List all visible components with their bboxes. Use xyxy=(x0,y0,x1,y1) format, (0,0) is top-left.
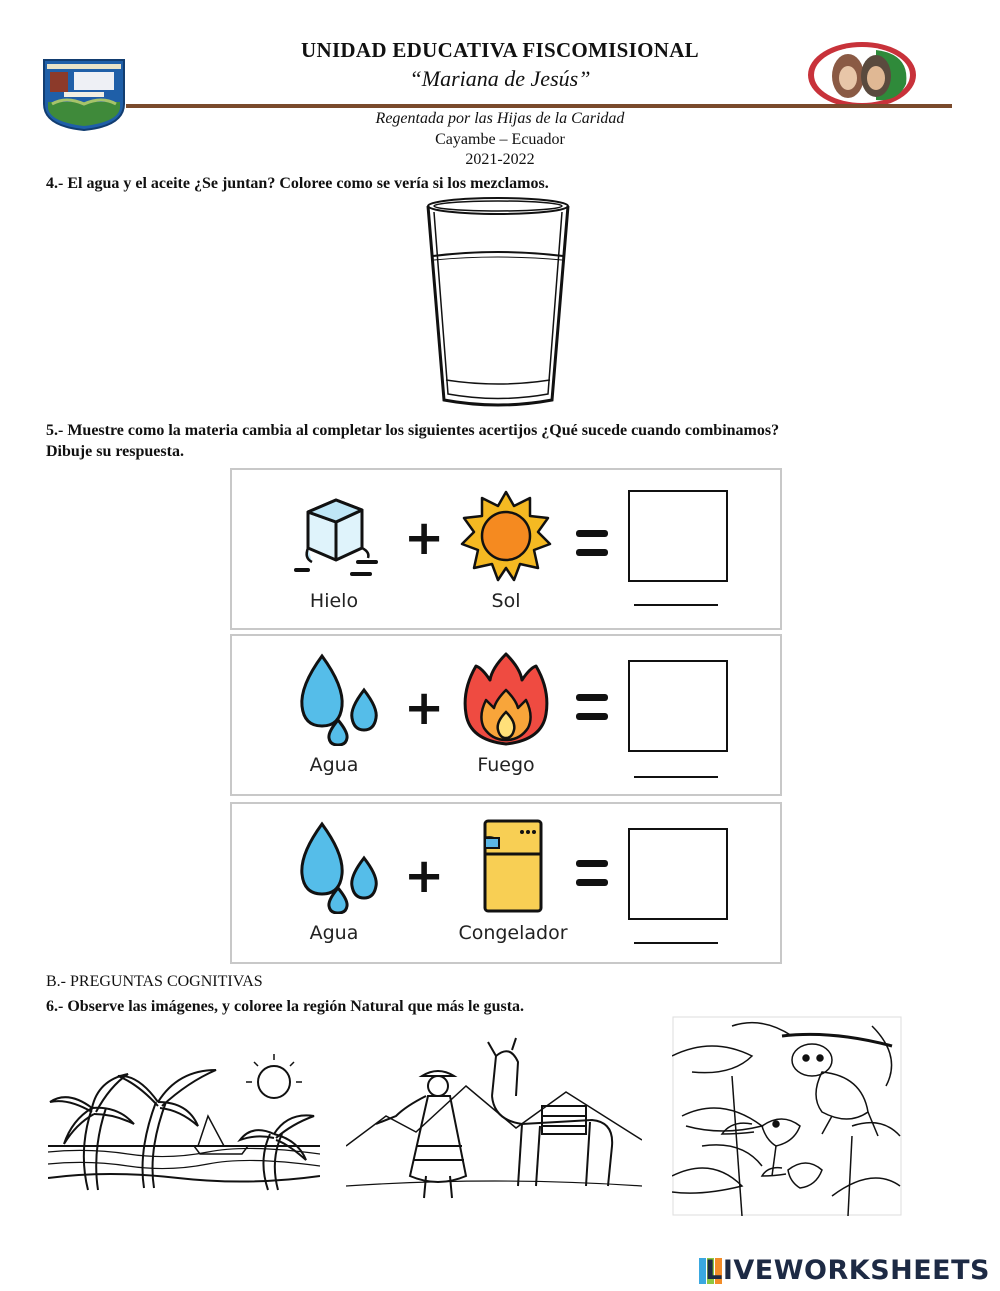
liveworksheets-brand[interactable]: LIVEWORKSHEETS xyxy=(705,1255,990,1286)
puzzle-panel-1: + Hielo Sol xyxy=(230,468,782,630)
beach-palms-illustration[interactable] xyxy=(48,1050,320,1200)
answer-line-3[interactable] xyxy=(634,942,718,944)
puzzle-3-item-b-label: Congelador xyxy=(458,922,568,944)
sun-icon xyxy=(460,490,552,582)
puzzle-panel-3: + Agua Congelador xyxy=(230,802,782,964)
question-5-line-1: 5.- Muestre como la materia cambia al co… xyxy=(46,422,780,439)
puzzle-1-item-a-label: Hielo xyxy=(309,590,359,612)
answer-line-1[interactable] xyxy=(634,604,718,606)
answer-line-2[interactable] xyxy=(634,776,718,778)
fire-icon xyxy=(463,652,549,746)
plus-sign: + xyxy=(404,848,445,904)
section-b-title: B.- PREGUNTAS COGNITIVAS xyxy=(46,973,263,990)
header-line-1: Regentada por las Hijas de la Caridad xyxy=(375,110,625,127)
jungle-sloth-illustration[interactable] xyxy=(672,1016,902,1216)
equals-sign xyxy=(576,530,608,556)
puzzle-2-item-b-label: Fuego xyxy=(477,754,535,776)
puzzle-2-item-a-label: Agua xyxy=(309,754,359,776)
header-divider xyxy=(126,104,952,108)
header-line-3: 2021-2022 xyxy=(465,151,535,168)
puzzle-3-item-a-label: Agua xyxy=(309,922,359,944)
water-drops-icon xyxy=(300,821,378,914)
question-5-line-2: Dibuje su respuesta. xyxy=(46,443,184,460)
question-6: 6.- Observe las imágenes, y coloree la r… xyxy=(46,998,525,1015)
question-4: 4.- El agua y el aceite ¿Se juntan? Colo… xyxy=(46,175,549,192)
ice-cube-icon xyxy=(294,498,378,576)
school-crest-logo xyxy=(43,59,125,132)
saints-medallion-logo xyxy=(808,42,916,108)
plus-sign: + xyxy=(404,510,445,566)
andes-llama-illustration[interactable] xyxy=(346,1036,642,1206)
answer-box-2[interactable] xyxy=(628,660,728,752)
school-subtitle: “Mariana de Jesús” xyxy=(409,66,591,91)
equals-sign xyxy=(576,694,608,720)
plus-sign: + xyxy=(404,680,445,736)
glass-of-water-drawing[interactable] xyxy=(418,194,578,414)
puzzle-1-item-b-label: Sol xyxy=(491,590,521,612)
liveworksheets-logo-icon xyxy=(699,1258,723,1289)
answer-box-3[interactable] xyxy=(628,828,728,920)
equals-sign xyxy=(576,860,608,886)
header-line-2: Cayambe – Ecuador xyxy=(435,131,565,148)
puzzle-panel-2: + Agua Fuego xyxy=(230,634,782,796)
answer-box-1[interactable] xyxy=(628,490,728,582)
freezer-icon xyxy=(483,819,543,913)
water-drops-icon xyxy=(300,653,378,746)
school-name: UNIDAD EDUCATIVA FISCOMISIONAL xyxy=(301,38,699,62)
